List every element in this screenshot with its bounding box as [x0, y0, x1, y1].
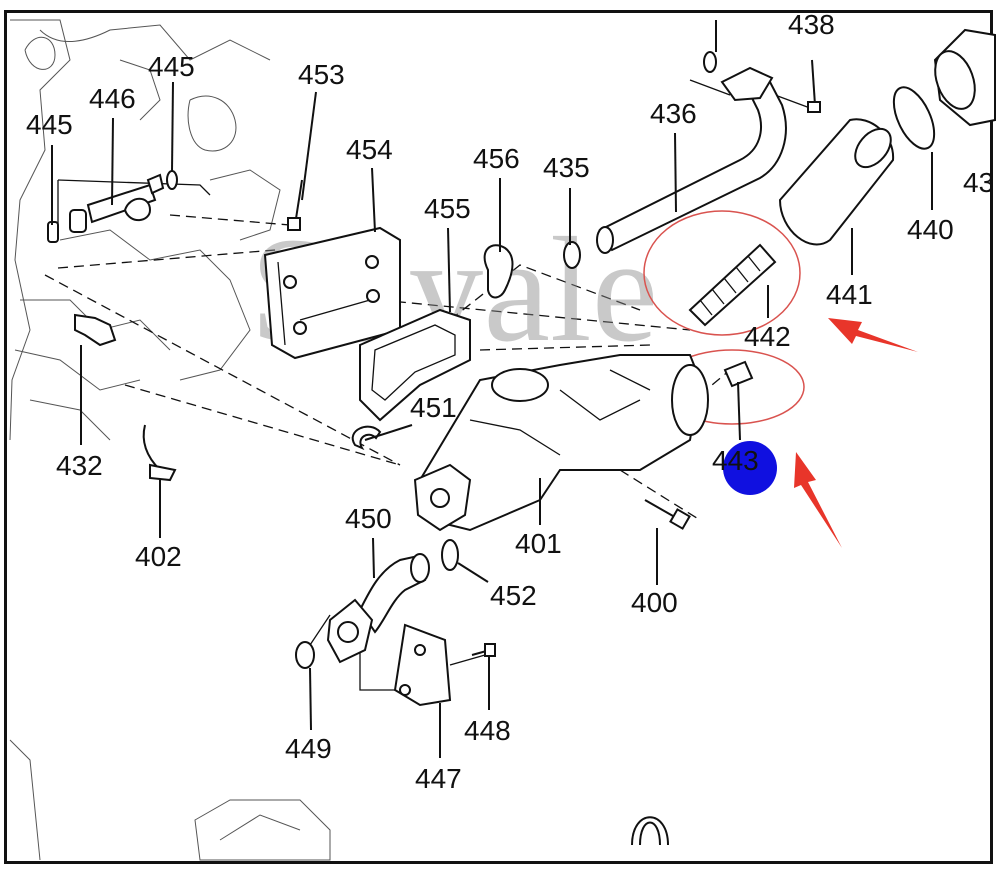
- part-436-pipe: [598, 80, 787, 252]
- callout-445: 445: [26, 109, 73, 140]
- part-401-mount: [671, 364, 709, 436]
- part-440-ring: [892, 86, 936, 150]
- callout-453: 453: [298, 59, 345, 90]
- part-401-housing: [418, 354, 702, 532]
- part-436-end: [596, 226, 614, 254]
- part-438-head: [807, 101, 821, 113]
- part-447-bracket: [393, 623, 452, 707]
- part-454-hole: [293, 321, 307, 335]
- callout-449: 449: [285, 733, 332, 764]
- part-442-valve: [688, 243, 777, 327]
- callout-456: 456: [473, 143, 520, 174]
- part-cap-face: [934, 50, 976, 110]
- red-arrow-icon: [794, 452, 842, 548]
- callout-455: 455: [424, 193, 471, 224]
- callout-402: 402: [135, 541, 182, 572]
- part-454-fins: [277, 261, 286, 346]
- callout-442: 442: [744, 321, 791, 352]
- part-451-ring: [351, 425, 382, 451]
- callout-445: 445: [148, 51, 195, 82]
- part-441-filter-top: [854, 127, 892, 169]
- part-401-ribs: [469, 369, 651, 456]
- part-452-ring: [441, 539, 459, 571]
- part-448-head: [484, 643, 496, 657]
- callout-450: 450: [345, 503, 392, 534]
- part-455-gasket-inner: [371, 324, 456, 401]
- part-438-bolt: [811, 59, 816, 106]
- callout-446: 446: [89, 83, 136, 114]
- callout-400: 400: [631, 587, 678, 618]
- part-454-hole: [366, 289, 380, 303]
- callout-441: 441: [826, 279, 873, 310]
- callout-labels: 445 446 445 453 454 455 456 435 436 438 …: [26, 9, 994, 794]
- part-456-clip: [483, 244, 514, 299]
- part-447-hole: [414, 644, 426, 656]
- part-446-clip: [124, 197, 152, 222]
- leader-lines: [51, 20, 933, 758]
- part-445-ring: [166, 170, 178, 190]
- highlight-circle-442: [643, 210, 801, 336]
- part-453-head: [287, 217, 301, 231]
- part-450-port: [337, 621, 359, 643]
- part-446-tube: [86, 183, 157, 224]
- blue-marker-dot: [723, 441, 777, 495]
- part-shapes: [47, 28, 996, 707]
- callout-454: 454: [346, 134, 393, 165]
- part-402-hose: [142, 424, 161, 471]
- callout-435: 435: [543, 152, 590, 183]
- part-442-coils: [699, 255, 761, 316]
- part-446-spring: [69, 209, 87, 233]
- callout-43: 43: [963, 167, 994, 198]
- callout-440: 440: [907, 214, 954, 245]
- part-450-end: [410, 553, 430, 583]
- callout-452: 452: [490, 580, 537, 611]
- part-436-flange: [720, 66, 774, 102]
- part-446-end: [146, 173, 165, 195]
- part-455-gasket: [359, 308, 471, 422]
- part-443-nut: [723, 360, 754, 388]
- callout-438: 438: [788, 9, 835, 40]
- part-436-oring: [703, 51, 717, 73]
- callout-432: 432: [56, 450, 103, 481]
- diagram-frame: [4, 10, 993, 864]
- part-400-head: [669, 508, 691, 530]
- callout-401: 401: [515, 528, 562, 559]
- part-401-port: [491, 368, 549, 402]
- part-401-hole: [430, 488, 450, 508]
- callout-443: 443: [712, 445, 759, 476]
- part-432-fitting: [74, 313, 117, 347]
- callout-448: 448: [464, 715, 511, 746]
- engine-block-background: [9, 19, 669, 861]
- assembly-guide-lines: [44, 79, 811, 691]
- part-402-clip: [149, 463, 177, 482]
- callout-436: 436: [650, 98, 697, 129]
- callout-451: 451: [410, 392, 457, 423]
- callout-447: 447: [415, 763, 462, 794]
- part-454-slot: [299, 299, 371, 321]
- red-arrow-icon: [828, 318, 918, 352]
- part-435-ring: [563, 241, 581, 269]
- part-454-hole: [365, 255, 379, 269]
- part-454-hole: [283, 275, 297, 289]
- part-443-leader: [737, 381, 741, 441]
- part-447-hole: [399, 684, 411, 696]
- part-449-ring: [295, 641, 315, 669]
